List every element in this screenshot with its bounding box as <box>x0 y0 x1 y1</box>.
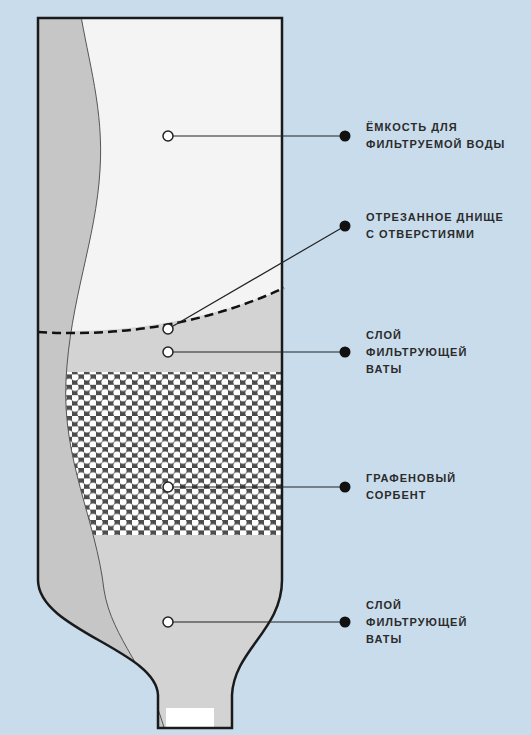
part-label: ГРАФЕНОВЫЙ СОРБЕНТ <box>366 470 506 504</box>
bottle-contents <box>30 10 290 735</box>
cut-bottom-dashed <box>38 288 284 333</box>
leader-start-dot <box>163 131 173 141</box>
leader-end-dot <box>340 482 351 493</box>
part-label: СЛОЙ ФИЛЬТРУЮЩЕЙ ВАТЫ <box>366 327 506 378</box>
leader-start-dot <box>163 324 173 334</box>
inner-bottle-wall <box>30 10 166 735</box>
part-label: ЁМКОСТЬ ДЛЯ ФИЛЬТРУЕМОЙ ВОДЫ <box>366 119 506 153</box>
leader-end-dot <box>340 221 351 232</box>
part-label: ОТРЕЗАННОЕ ДНИЩЕ С ОТВЕРСТИЯМИ <box>366 209 506 243</box>
leader-end-dot <box>340 617 351 628</box>
leader-line <box>168 486 345 487</box>
leader-line <box>168 351 345 352</box>
leader-lines <box>163 131 351 628</box>
leader-end-dot <box>340 347 351 358</box>
leader-start-dot <box>163 482 173 492</box>
leader-end-dot <box>340 131 351 142</box>
leader-start-dot <box>163 617 173 627</box>
bottle-neck-opening <box>166 708 214 730</box>
leader-start-dot <box>163 347 173 357</box>
leader-line <box>168 135 345 136</box>
leader-line <box>168 621 345 622</box>
leader-line <box>168 226 345 329</box>
part-label: СЛОЙ ФИЛЬТРУЮЩЕЙ ВАТЫ <box>366 597 506 648</box>
